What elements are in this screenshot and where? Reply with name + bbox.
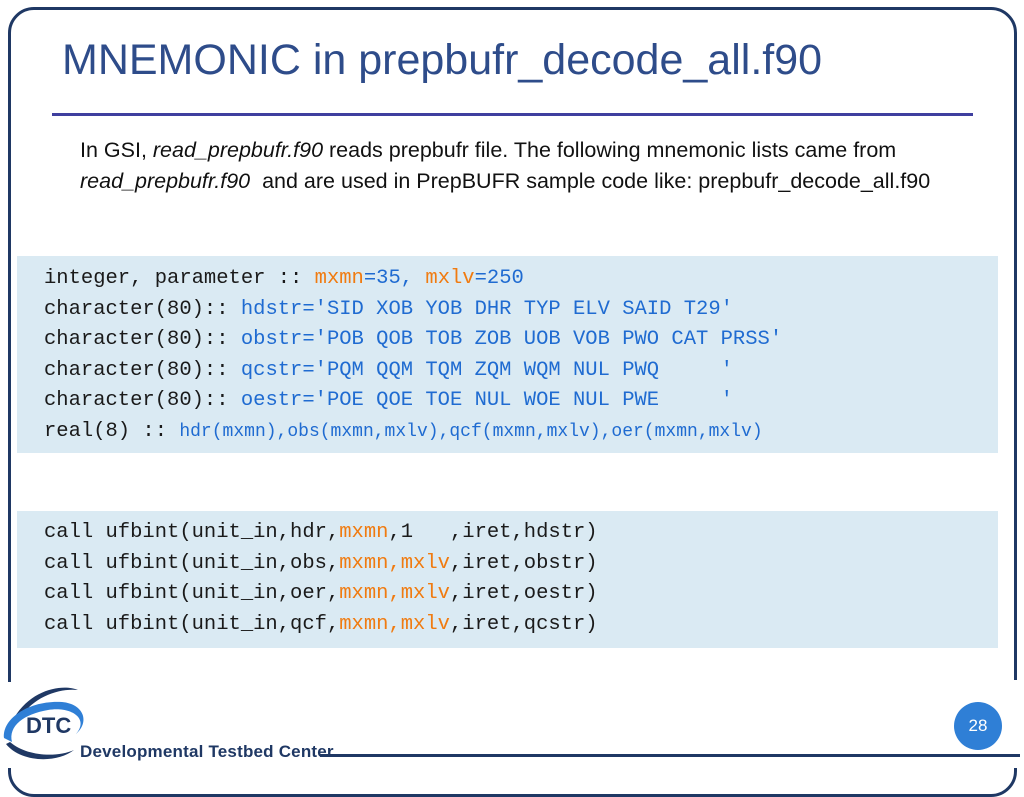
code-text: character(80):: — [44, 297, 241, 321]
logo-tagline: Developmental Testbed Center — [80, 742, 334, 761]
code-text: ,iret,obstr) — [449, 551, 598, 575]
code-value: hdr(mxmn),obs(mxmn,mxlv),qcf(mxmn,mxlv),… — [179, 421, 763, 442]
code-text: character(80):: — [44, 328, 241, 351]
intro-text-1: In GSI, — [80, 138, 153, 162]
code-line: real(8) :: hdr(mxmn),obs(mxmn,mxlv),qcf(… — [44, 417, 998, 448]
code-text: call ufbint(unit_in,hdr, — [44, 521, 340, 544]
slide-title: MNEMONIC in prepbufr_decode_all.f90 — [62, 36, 823, 84]
logo-swoosh-bottom — [6, 742, 74, 760]
code-line: call ufbint(unit_in,hdr,mxmn,1 ,iret,hds… — [44, 518, 998, 549]
code-line: character(80):: qcstr='PQM QQM TQM ZQM W… — [44, 356, 998, 387]
code-line: call ufbint(unit_in,qcf,mxmn,mxlv,iret,q… — [44, 610, 998, 641]
code-variable: mxmn,mxlv — [339, 612, 450, 636]
code-text: ,1 ,iret,hdstr) — [388, 521, 598, 544]
code-text: ,iret,qcstr) — [449, 612, 598, 636]
page-number-badge: 28 — [954, 702, 1002, 750]
code-line: character(80):: oestr='POE QOE TOE NUL W… — [44, 386, 998, 417]
code-line: character(80):: hdstr='SID XOB YOB DHR T… — [44, 295, 998, 326]
logo-swoosh-ring — [3, 701, 84, 742]
code-line: character(80):: obstr='POB QOB TOB ZOB U… — [44, 325, 998, 356]
code-text: character(80):: — [44, 389, 241, 412]
code-text: call ufbint(unit_in,qcf, — [44, 612, 340, 636]
intro-file-1: read_prepbufr.f90 — [152, 138, 324, 162]
code-line: call ufbint(unit_in,oer,mxmn,mxlv,iret,o… — [44, 579, 998, 610]
intro-file-2: read_prepbufr.f90 — [80, 169, 251, 193]
code-variable: mxmn,mxlv — [339, 551, 450, 575]
code-value: qcstr='PQM QQM TQM ZQM WQM NUL PWQ ' — [240, 358, 733, 382]
code-line: integer, parameter :: mxmn=35, mxlv=250 — [44, 264, 998, 295]
footer-line — [320, 754, 1020, 757]
code-value: =35, — [363, 267, 426, 290]
code-value: =250 — [474, 267, 524, 290]
logo-text: DTC — [26, 713, 71, 738]
code-variable: mxmn — [314, 267, 364, 290]
code-text: real(8) :: — [44, 419, 180, 443]
title-underline — [52, 113, 973, 116]
code-variable: mxmn — [339, 521, 389, 544]
dtc-logo: DTC — [3, 687, 84, 760]
bottom-mask — [0, 680, 1024, 768]
frame-left-line — [8, 640, 11, 682]
calls-code-block: call ufbint(unit_in,hdr,mxmn,1 ,iret,hds… — [17, 511, 998, 648]
code-variable: mxmn,mxlv — [339, 582, 450, 605]
code-text: character(80):: — [44, 358, 241, 382]
code-line: call ufbint(unit_in,obs,mxmn,mxlv,iret,o… — [44, 549, 998, 580]
code-value: obstr='POB QOB TOB ZOB UOB VOB PWO CAT P… — [240, 328, 783, 351]
code-text: integer, parameter :: — [44, 267, 315, 290]
code-text: call ufbint(unit_in,oer, — [44, 582, 340, 605]
code-text: call ufbint(unit_in,obs, — [44, 551, 340, 575]
code-text: ,iret,oestr) — [449, 582, 598, 605]
intro-paragraph: In GSI, read_prepbufr.f90 reads prepbufr… — [80, 135, 980, 197]
code-value: hdstr='SID XOB YOB DHR TYP ELV SAID T29' — [240, 297, 733, 321]
intro-text-3: and are used in PrepBUFR sample code lik… — [250, 169, 931, 193]
code-value: oestr='POE QOE TOE NUL WOE NUL PWE ' — [240, 389, 733, 412]
declarations-code-block: integer, parameter :: mxmn=35, mxlv=250 … — [17, 256, 998, 453]
code-variable: mxlv — [425, 267, 475, 290]
intro-text-2: reads prepbufr file. The following mnemo… — [323, 138, 897, 162]
